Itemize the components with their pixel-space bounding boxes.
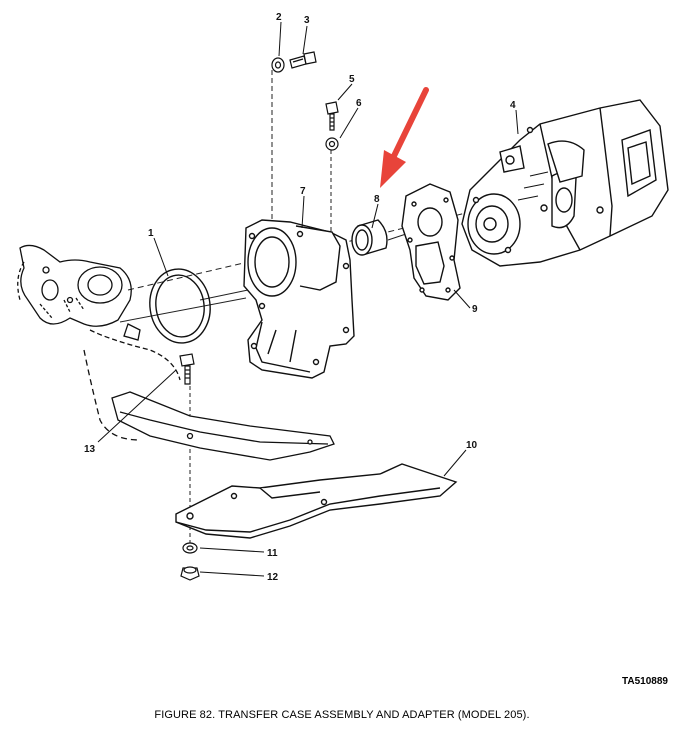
figure-id: TA510889: [622, 676, 668, 687]
adapter-housing: [243, 219, 355, 379]
callout-2: 2: [276, 12, 282, 23]
callout-4: 4: [510, 100, 516, 111]
callout-7: 7: [300, 186, 306, 197]
callout-9: 9: [472, 304, 478, 315]
crossmember: [175, 463, 458, 539]
callout-6: 6: [356, 98, 362, 109]
callout-1: 1: [148, 228, 154, 239]
highlight-arrow: [380, 87, 429, 188]
callout-8: 8: [374, 194, 380, 205]
gasket-plate: [401, 183, 461, 301]
figure-caption: FIGURE 82. TRANSFER CASE ASSEMBLY AND AD…: [154, 709, 530, 721]
transmission-housing: [17, 244, 181, 441]
spacer-seal: [351, 219, 388, 256]
callout-12: 12: [267, 572, 279, 583]
adapter-bolt-and-washer: [325, 101, 339, 151]
callout-5: 5: [349, 74, 355, 85]
callout-3: 3: [304, 15, 310, 26]
transfer-case: [461, 99, 669, 267]
washer-and-nut: [180, 542, 200, 581]
gasket-ring: [149, 268, 211, 344]
callout-11: 11: [267, 548, 278, 559]
callout-13: 13: [84, 444, 96, 455]
top-bolt-and-washer: [271, 51, 317, 73]
support-bracket: [111, 391, 335, 461]
leader-lines: [97, 21, 519, 577]
callout-10: 10: [466, 440, 478, 451]
crossmember-bolt: [179, 353, 195, 385]
callout-labels: 2 3 5 6 4 7 8 1 9 10 13 11 12: [84, 12, 516, 583]
